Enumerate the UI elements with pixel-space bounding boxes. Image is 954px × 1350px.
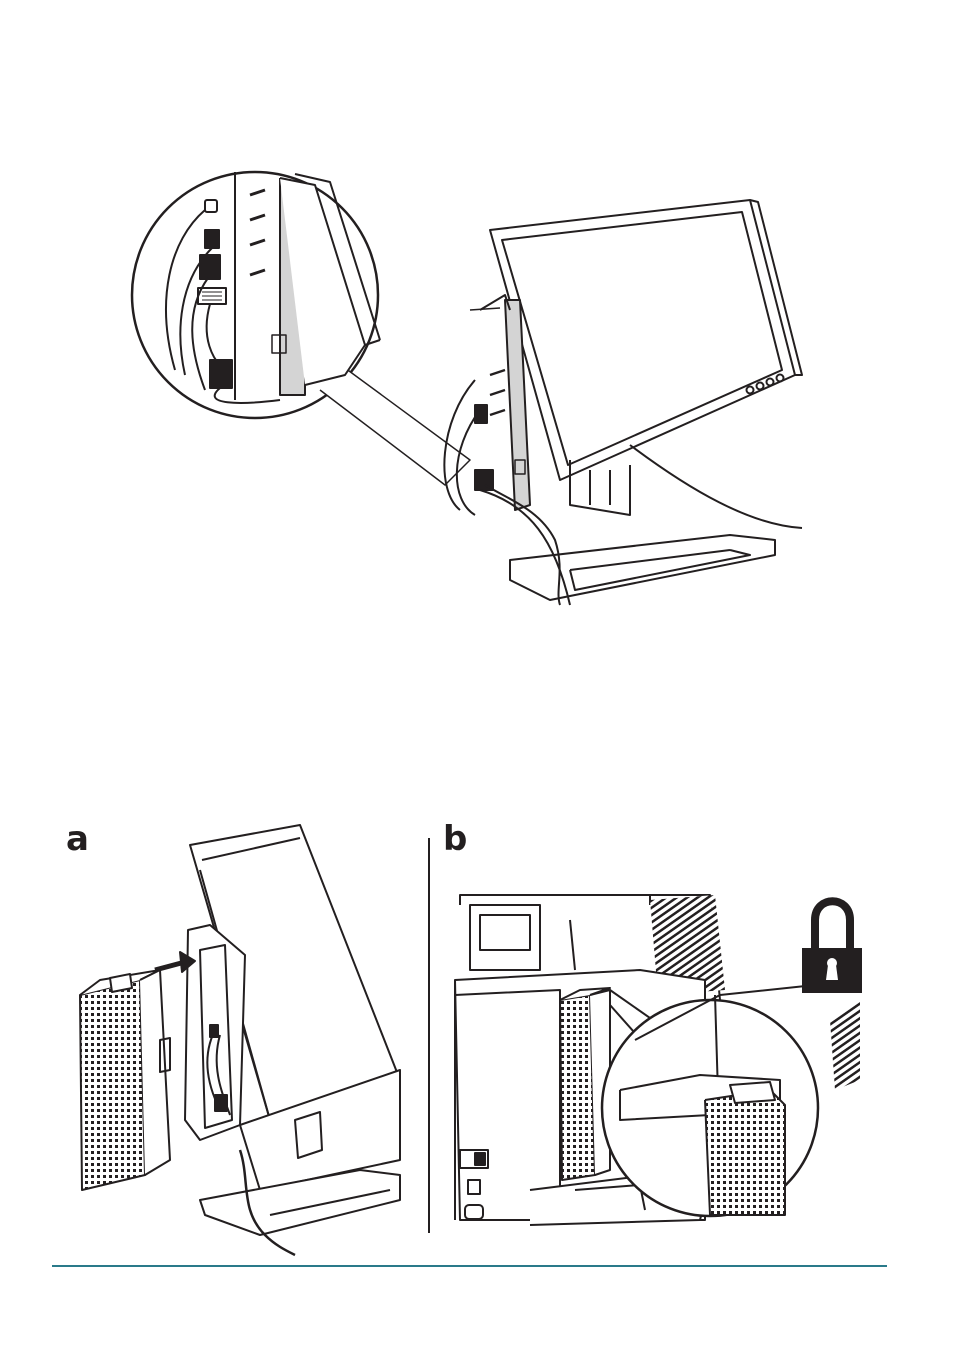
padlock-icon [802,901,862,993]
panel-divider [428,838,430,1233]
stand-base [510,535,775,600]
monitor-cable-illustration [130,160,820,610]
footer-rule [52,1265,887,1267]
locked-cover-illustration [440,820,890,1240]
installed-cover [560,995,595,1180]
attach-cover-figure [60,820,410,1260]
magnifier-leader [320,368,470,485]
attach-cover-illustration [60,820,410,1260]
inset-vent [830,1000,860,1090]
cable-routing-figure [130,160,820,610]
locked-cover-figure [440,820,890,1240]
speaker-cover [80,980,145,1190]
